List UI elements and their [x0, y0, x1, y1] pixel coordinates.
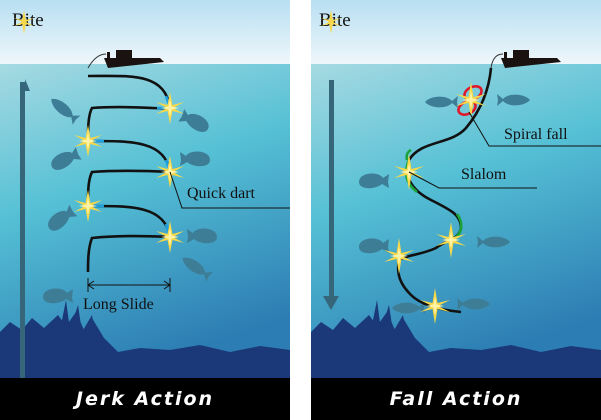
bite-legend: Bite: [12, 10, 44, 34]
long-slide-dimension: [87, 278, 171, 292]
bite-star-icon: [14, 10, 34, 34]
bite-star-icon: [321, 10, 341, 34]
quick-dart-label: Quick dart: [187, 185, 255, 202]
bite-legend: Bite: [319, 10, 351, 34]
fall-action-illustration: [311, 0, 601, 384]
spiral-fall-label: Spiral fall: [504, 126, 568, 143]
depth-arrow-icon: [20, 79, 30, 382]
jerk-action-illustration: [0, 0, 290, 384]
panel-title: Fall Action: [311, 378, 601, 420]
fall-action-panel: Bite Spiral fall Slalom Fall Action: [311, 0, 601, 420]
slalom-label: Slalom: [461, 166, 507, 183]
jerk-lure-path: [86, 74, 172, 273]
boat-icon: [490, 50, 561, 69]
panel-title: Jerk Action: [0, 378, 290, 420]
jerk-action-panel: Bite Quick dart Long Slide Jerk Action: [0, 0, 290, 420]
depth-arrow-icon: [323, 80, 339, 310]
long-slide-label: Long Slide: [83, 296, 154, 313]
boat-icon: [87, 50, 164, 69]
